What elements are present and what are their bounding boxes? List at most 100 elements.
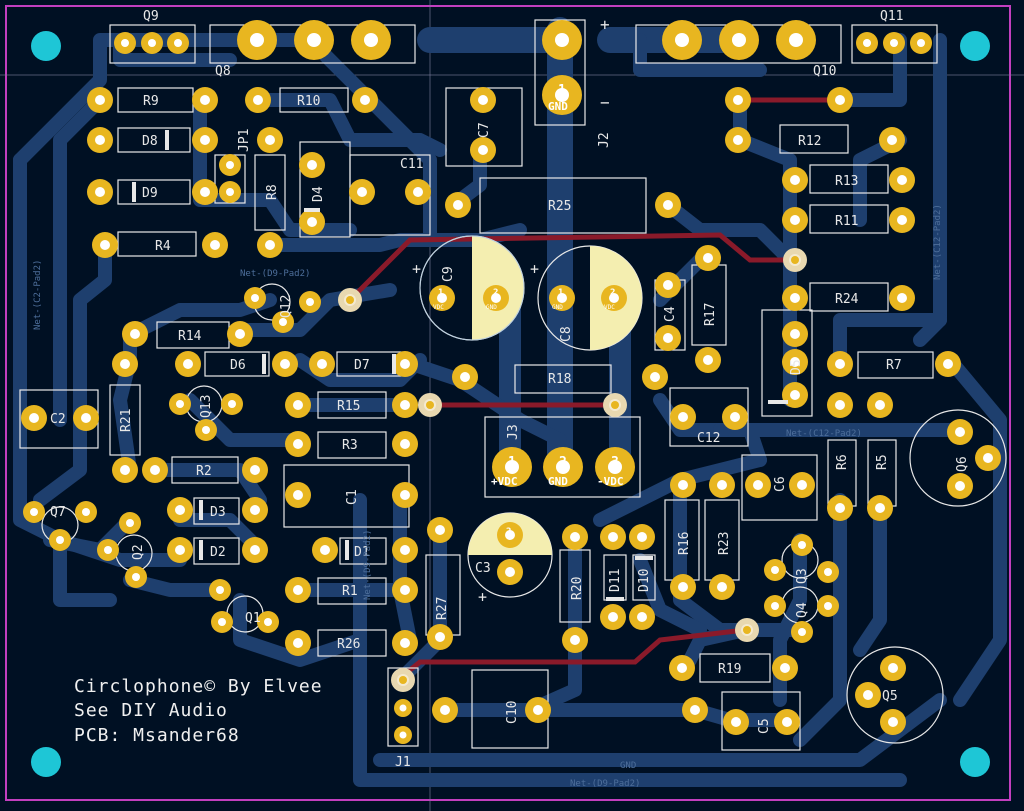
ref-c10: C10 [505,701,520,724]
net-label-d9-pad2-bottom: Net-(D9-Pad2) [570,779,640,789]
net-label-d9-pad2-middle: Net-(D9-Pad2) [363,530,373,600]
j3-pin2-label: 2 [559,455,567,470]
ref-c4: C4 [663,306,678,322]
mount-hole-bottom-left [31,747,61,777]
ref-r5: R5 [875,454,890,470]
q10-pin1-label: 1 [678,34,686,49]
mount-hole-bottom-right [960,747,990,777]
c8-vdc-pad-text: VDC [604,304,615,311]
ref-c2: C2 [50,412,66,427]
ref-q4: Q4 [795,602,810,618]
ref-c7: C7 [477,122,492,138]
ref-r21: R21 [119,409,134,432]
ref-c8: C8 [559,326,574,342]
ref-c1: C1 [345,489,360,505]
ref-q12: Q12 [279,295,294,318]
ref-r12: R12 [798,134,821,149]
j3-vdc-minus-label: -VDC [597,475,624,488]
ref-d10: D10 [637,569,652,592]
c9-pin1-label: 1 [438,288,443,298]
ref-d3: D3 [210,505,226,520]
reference-designators: Q9 Q8 Q10 Q11 R9 R10 D8 JP1 D9 R8 D4 C11… [50,9,970,770]
j2-minus-sign: − [600,93,610,112]
ref-q11: Q11 [880,9,903,24]
c3-pin1-label: 1 [506,568,511,578]
pad-texts: 1 2 3 1 2 3 2 1 GND + − 1 2 3 +VDC GND -… [253,15,800,606]
c8-gnd-pad-text: GND [552,304,563,311]
ref-r2: R2 [196,464,212,479]
q8-pin1-label: 1 [253,34,261,49]
j2-pin1-label: 1 [558,83,566,98]
mount-hole-top-right [960,31,990,61]
c3-pin2-label: 2 [506,527,511,537]
ref-r25: R25 [548,199,571,214]
c8-pin1-label: 1 [558,288,563,298]
ref-c9: C9 [441,266,456,282]
credit-line-1: Circlophone© By Elvee [74,676,323,697]
ref-r6: R6 [835,454,850,470]
c9-gnd-pad-text: GND [486,304,497,311]
q8-pin2-label: 2 [310,34,318,49]
ref-r23: R23 [717,532,732,555]
net-label-c2-pad2: Net-(C2-Pad2) [33,260,43,330]
c8-plus-sign: + [530,260,539,278]
c9-body-fill [419,235,525,341]
ref-q9: Q9 [143,9,159,24]
ref-c3: C3 [475,561,491,576]
ref-c6: C6 [773,476,788,492]
ref-q2: Q2 [131,544,146,560]
ref-r26: R26 [337,637,360,652]
ref-r13: R13 [835,174,858,189]
j2-gnd-label: GND [548,100,568,113]
ref-r20: R20 [570,577,585,600]
ref-q7: Q7 [50,505,66,520]
ref-j3: J3 [506,424,521,440]
c9-vdc-pad-text: VDC [433,304,444,311]
credit-line-2: See DIY Audio [74,700,228,721]
j3-vdc-plus-label: +VDC [491,475,518,488]
ref-jp1: JP1 [237,129,252,152]
ref-r7: R7 [886,358,902,373]
ref-r11: R11 [835,214,858,229]
j2-pin2-label: 2 [558,33,566,48]
c9-pin2-label: 2 [493,288,498,298]
ref-j2: J2 [597,132,612,148]
ref-d1: D1 [354,545,370,560]
ref-q8: Q8 [215,64,231,79]
net-label-c12-pad2-horizontal: Net-(C12-Pad2) [786,429,862,439]
ref-r15: R15 [337,399,360,414]
ref-q6: Q6 [955,456,970,472]
ref-d4: D4 [311,186,326,202]
q10-pin2-label: 2 [735,34,743,49]
ref-r9: R9 [143,94,159,109]
net-label-gnd: GND [620,761,636,771]
net-label-c12-pad2-vertical: Net-(C12-Pad2) [933,204,943,280]
j2-plus-sign: + [600,15,610,34]
front-traces [347,97,843,681]
c9-plus-sign: + [412,260,421,278]
c8-pin2-label: 2 [610,288,615,298]
ref-j1: J1 [395,755,411,770]
ref-q1: Q1 [245,611,261,626]
j3-gnd-label: GND [548,475,568,488]
mounting-holes [31,31,990,777]
q10-pin3-label: 3 [792,34,800,49]
ref-r19: R19 [718,662,741,677]
ref-r10: R10 [297,94,320,109]
ref-r1: R1 [342,584,358,599]
ref-d6: D6 [230,358,246,373]
ref-r14: R14 [178,329,202,344]
ref-r17: R17 [703,303,718,326]
ref-d5: D5 [789,359,804,375]
net-labels: Net-(D9-Pad2) Net-(C2-Pad2) Net-(C12-Pad… [33,204,943,789]
net-label-d9-pad2-top: Net-(D9-Pad2) [240,269,310,279]
j3-pin1-label: 1 [508,455,516,470]
ref-r24: R24 [835,292,859,307]
ref-d2: D2 [210,545,226,560]
q8-pin3-label: 3 [367,34,375,49]
mount-hole-top-left [31,31,61,61]
ref-d7: D7 [354,358,370,373]
credit-line-3: PCB: Msander68 [74,725,240,746]
ref-d9: D9 [142,186,158,201]
